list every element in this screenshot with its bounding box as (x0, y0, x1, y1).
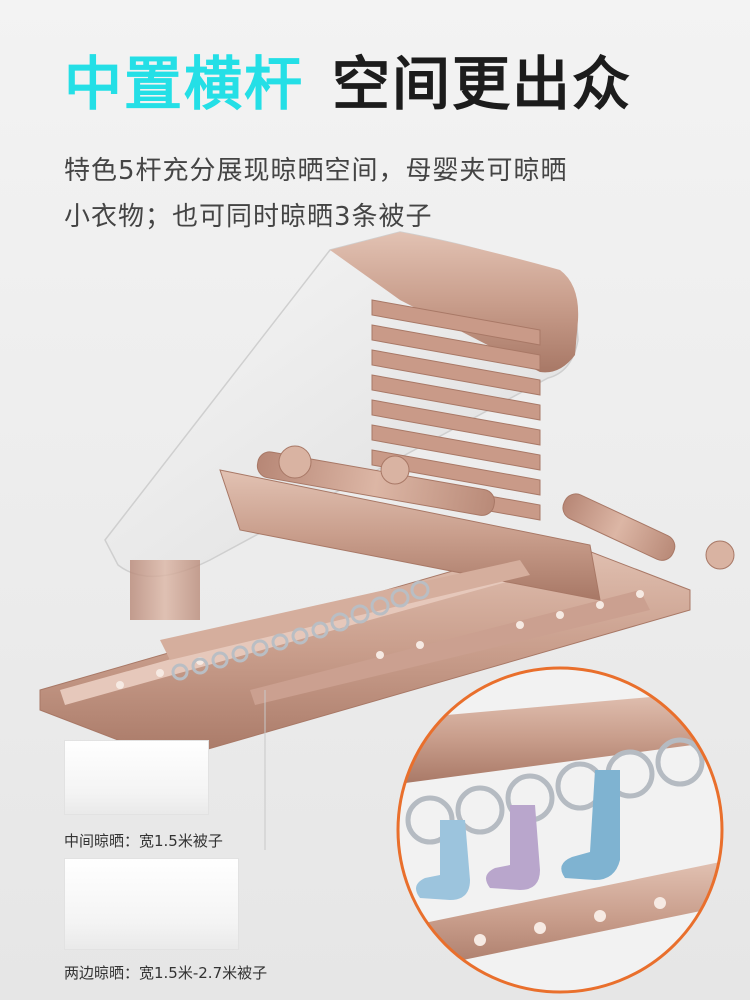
caption-middle: 中间晾晒：宽1.5米被子 (64, 832, 223, 850)
quilt-sides (64, 858, 239, 950)
caption-sides: 两边晾晒：宽1.5米-2.7米被子 (64, 964, 268, 982)
subtitle-line-2: 小衣物；也可同时晾晒3条被子 (64, 202, 433, 232)
quilt-middle (64, 740, 209, 815)
subtitle-line-1: 特色5杆充分展现晾晒空间，母婴夹可晾晒 (64, 156, 568, 186)
rack-frame (39, 445, 735, 761)
headline-accent: 中置横杆 (64, 50, 305, 118)
headline-main: 空间更出众 (332, 50, 633, 118)
headline: 中置横杆空间更出众 (64, 44, 704, 124)
clip-hanger-closeup (396, 666, 724, 994)
